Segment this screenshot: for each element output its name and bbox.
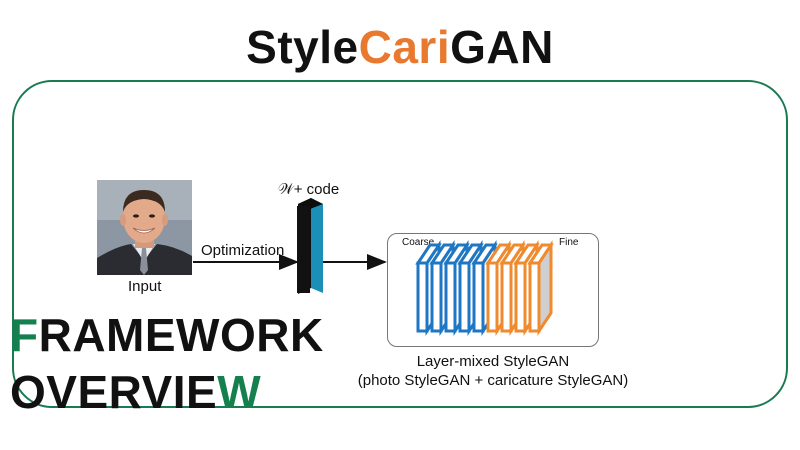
overview-rest: OVERVIE: [10, 366, 218, 418]
layer-front-1: [416, 261, 429, 333]
layer-front-4: [458, 261, 471, 333]
layer-front-3: [444, 261, 457, 333]
input-photo: [97, 180, 192, 275]
coarse-label: Coarse: [402, 237, 435, 248]
framework-word: FRAMEWORK: [10, 308, 324, 362]
layer-front-5: [472, 261, 485, 333]
framework-frame: [12, 80, 788, 408]
code-label: 𝒲+ code: [278, 181, 340, 198]
layer-front-2: [430, 261, 443, 333]
code-bar: [297, 198, 323, 294]
title-gan: GAN: [450, 21, 554, 73]
overview-word: OVERVIEW: [10, 365, 261, 419]
portrait-image: [97, 180, 192, 275]
layer-front-9: [528, 261, 541, 333]
page-title: StyleCariGAN: [0, 20, 800, 74]
input-label: Input: [128, 278, 162, 295]
layer-front-6: [486, 261, 499, 333]
gan-label-line1: Layer-mixed StyleGAN: [416, 353, 570, 370]
optimization-label: Optimization: [201, 242, 285, 259]
fine-label: Fine: [559, 237, 579, 248]
layer-front-8: [514, 261, 527, 333]
overview-last-letter: W: [217, 366, 262, 418]
layer-front-7: [500, 261, 513, 333]
framework-first-letter: F: [10, 309, 39, 361]
framework-rest: RAMEWORK: [38, 309, 324, 361]
layer-stack: [415, 240, 554, 336]
title-cari: Cari: [358, 21, 451, 73]
title-style: Style: [246, 21, 359, 73]
gan-label-line2: (photo StyleGAN + caricature StyleGAN): [357, 372, 629, 389]
